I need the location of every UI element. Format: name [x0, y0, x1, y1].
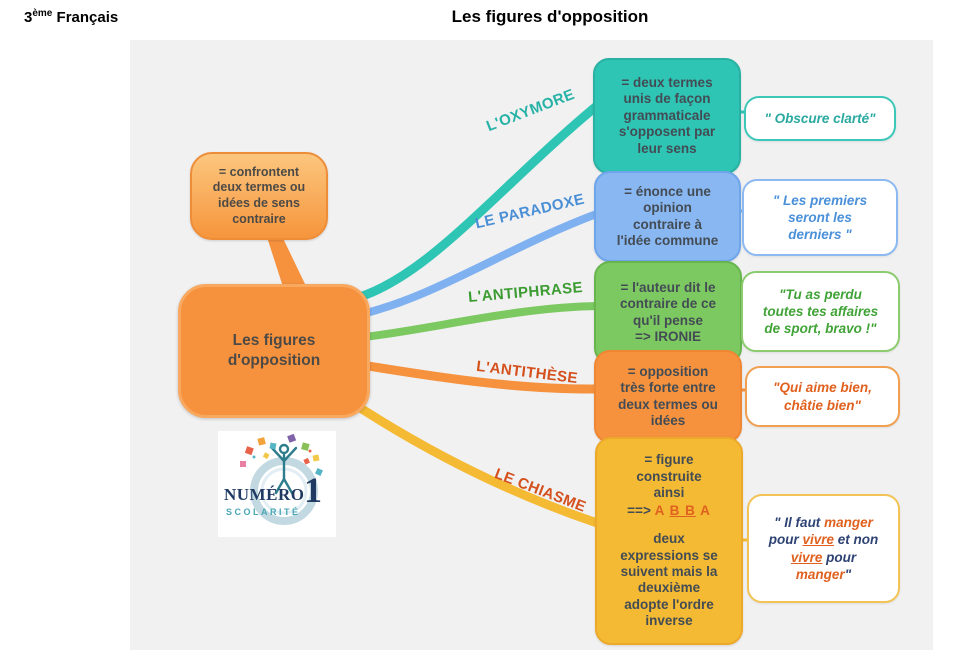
abba-letter-a1: A	[654, 502, 670, 518]
chiasme-seg-plain: et non	[837, 532, 879, 548]
header-subject: Français	[56, 9, 119, 26]
chiasme-seg-vivre: vivre	[790, 549, 823, 565]
chiasme-seg-manger: manger	[824, 514, 873, 530]
definition-node-antithese: = opposition très forte entre deux terme…	[594, 350, 742, 443]
logo-figure-icon	[270, 443, 298, 495]
abba-letters-bb: B B	[669, 502, 696, 518]
chiasme-seg-plain: "	[844, 566, 852, 582]
chiasme-seg-vivre: vivre	[802, 532, 835, 548]
example-node-antiphrase: "Tu as perdu toutes tes affaires de spor…	[741, 271, 900, 352]
definition-node-paradoxe: = énonce une opinion contraire à l'idée …	[594, 171, 741, 262]
chiasme-seg-plain: " Il faut	[774, 514, 825, 530]
header-grade: 3	[24, 9, 33, 26]
example-node-oxymore: " Obscure clarté"	[744, 96, 896, 141]
logo-name: Numéro	[224, 485, 305, 504]
logo: Numéro 1 SCOLARITÉ	[218, 431, 336, 537]
chiasme-seg-plain: pour	[826, 549, 857, 565]
logo-graphic	[240, 433, 323, 525]
chiasme-arrow: ==>	[627, 502, 655, 518]
chiasme-seg-manger: manger	[795, 566, 845, 582]
definition-node-antiphrase: = l'auteur dit le contraire de ce qu'il …	[594, 261, 742, 364]
definition-node-chiasme: = figure construite ainsi ==> A B B A de…	[595, 437, 743, 645]
header-course: 3ème Français	[24, 8, 118, 26]
root-node: Les figures d'opposition	[178, 284, 370, 418]
example-node-antithese: "Qui aime bien, châtie bien"	[745, 366, 900, 427]
page-title: Les figures d'opposition	[451, 7, 649, 26]
logo-subtitle: SCOLARITÉ	[226, 507, 301, 517]
chiasme-example-text: " Il faut manger pour vivre et non vivre…	[769, 514, 879, 583]
chiasme-definition-intro: = figure construite ainsi	[636, 452, 702, 501]
chiasme-definition-rest: deux expressions se suivent mais la deux…	[620, 531, 718, 629]
definition-node-oxymore: = deux termes unis de façon grammaticale…	[593, 58, 741, 174]
example-node-paradoxe: " Les premiers seront les derniers "	[742, 179, 898, 256]
annotation-cloud: = confrontent deux termes ou idées de se…	[190, 152, 328, 240]
logo-confetti-icon	[240, 433, 323, 476]
logo-numeral: 1	[304, 470, 322, 510]
abba-letter-a2: A	[695, 502, 711, 518]
example-node-chiasme: " Il faut manger pour vivre et non vivre…	[747, 494, 900, 603]
chiasme-abba-formula: ==> A B B A	[627, 503, 711, 519]
chiasme-seg-plain: pour	[768, 532, 799, 548]
header-grade-suffix: ème	[32, 8, 53, 19]
